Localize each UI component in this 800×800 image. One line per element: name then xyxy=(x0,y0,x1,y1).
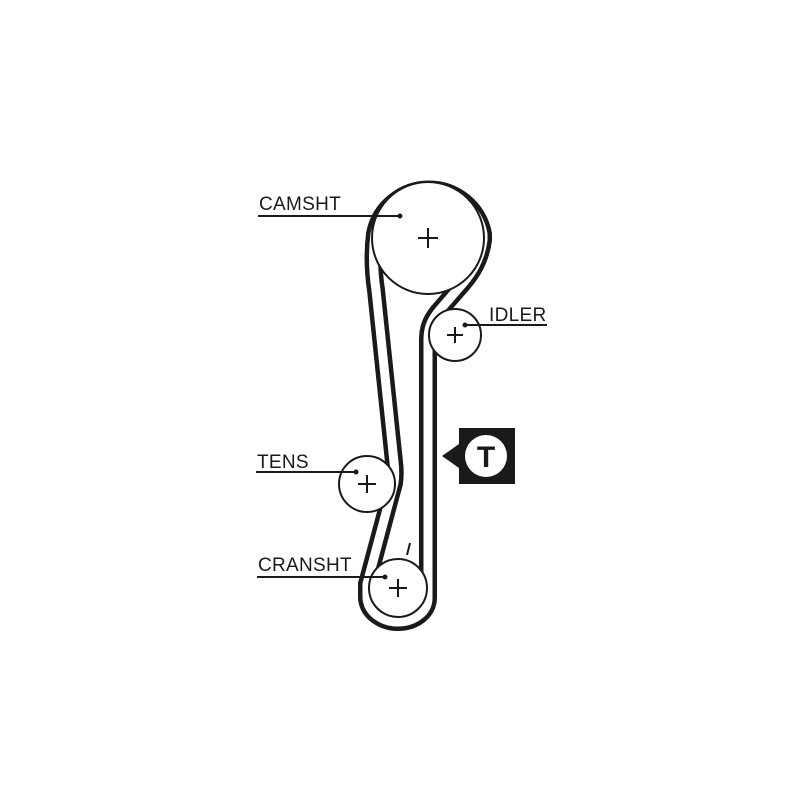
tensioner-label: TENS xyxy=(257,452,309,473)
idler-callout: IDLER xyxy=(462,305,547,328)
tension-marker-letter: T xyxy=(477,441,495,474)
tensioner-pulley xyxy=(338,455,396,513)
camshaft-label: CAMSHT xyxy=(259,194,341,215)
tension-marker: T xyxy=(442,428,515,484)
crankshaft-pulley xyxy=(368,542,428,618)
tension-marker-pointer-icon xyxy=(442,444,459,468)
crankshaft-timing-mark xyxy=(406,542,411,556)
idler-pulley xyxy=(428,308,482,362)
idler-label: IDLER xyxy=(489,305,546,326)
tensioner-callout: TENS xyxy=(256,452,359,475)
crankshaft-callout: CRANSHT xyxy=(257,555,388,580)
tension-marker-circle xyxy=(465,435,507,477)
crankshaft-label: CRANSHT xyxy=(258,555,352,576)
camshaft-pulley xyxy=(371,181,485,295)
camshaft-callout: CAMSHT xyxy=(258,194,403,219)
